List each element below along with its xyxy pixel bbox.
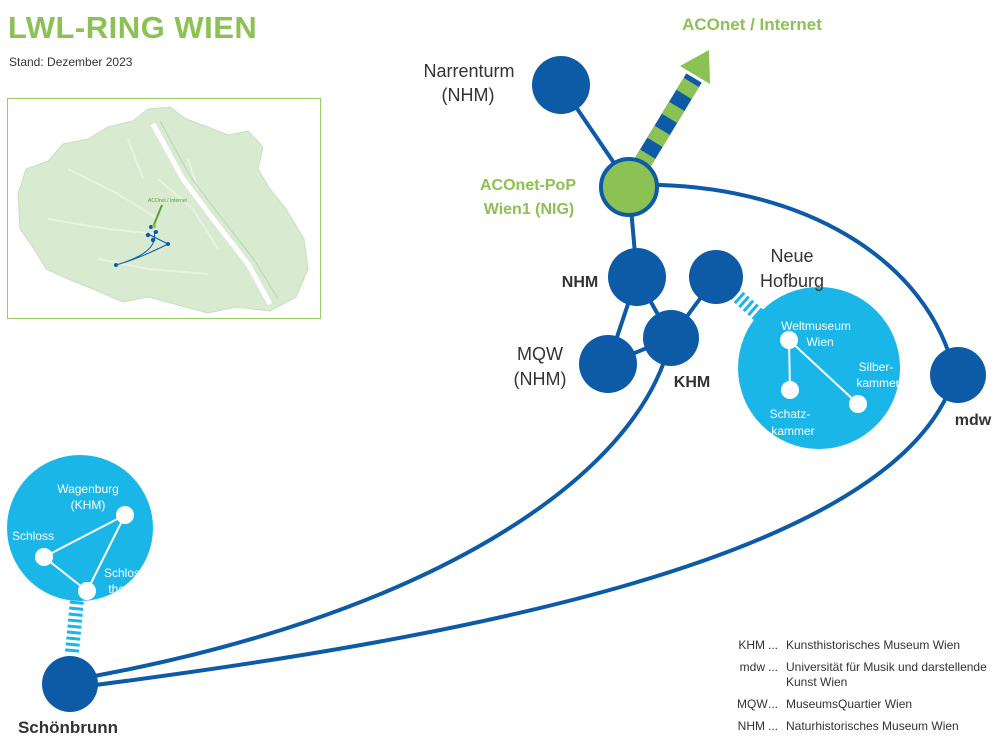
schlosstheater-label-2: theater: [108, 582, 145, 596]
link-wagenburg-schloss: [43, 514, 126, 558]
legend-separator: ...: [768, 638, 779, 652]
mqw-node: [579, 335, 637, 393]
map-node: [166, 242, 170, 246]
silberkammer-label-2: kammer: [856, 376, 899, 390]
status-date: Stand: Dezember 2023: [9, 55, 133, 69]
internet-arrowhead: [680, 50, 710, 84]
narrenturm-node: [532, 56, 590, 114]
legend-item: mdw ... Universität für Musik und darste…: [737, 660, 999, 690]
legend-desc: Universität für Musik und darstellende K…: [786, 660, 987, 689]
legend-separator: ...: [768, 719, 779, 733]
map-node: [145, 232, 151, 238]
pop-label: ACOnet-PoP: [480, 177, 576, 194]
vienna-map-graphic: ACOnet / Internet: [17, 106, 309, 314]
map-node: [150, 237, 156, 243]
map-internet-arrow: [152, 204, 163, 228]
schoenbrunn-node: [42, 656, 98, 712]
link-schloss-theater: [43, 556, 88, 592]
neue-hofburg-label-2: Hofburg: [760, 271, 824, 291]
legend-desc: MuseumsQuartier Wien: [786, 697, 913, 711]
schatzkammer-node: [781, 381, 799, 399]
pop-label-2: Wien1 (NIG): [484, 201, 575, 218]
map-pop-node: [152, 224, 156, 228]
khm-label: KHM: [674, 374, 710, 391]
nhm-label: NHM: [562, 274, 598, 291]
mdw-node: [930, 347, 986, 403]
weltmuseum-label-2: Wien: [806, 335, 833, 349]
ring-link-pop-mdw: [628, 182, 957, 376]
mqw-label: MQW: [517, 344, 563, 364]
schatzkammer-label-2: kammer: [771, 424, 814, 438]
neue-hofburg-label: Neue: [770, 246, 813, 266]
silberkammer-node: [849, 395, 867, 413]
narrenturm-label-2: (NHM): [442, 85, 495, 105]
danube-river-edge: [159, 120, 279, 300]
neue-hofburg-node: [689, 250, 743, 304]
weltmuseum-label: Weltmuseum: [781, 319, 851, 333]
ring-link-mdw-schoenbrunn: [71, 374, 957, 690]
weltmuseum-node: [780, 331, 798, 349]
page-title: LWL-RING WIEN: [8, 10, 258, 45]
danube-river: [150, 122, 273, 306]
legend-abbr: NHM: [737, 719, 765, 733]
wagenburg-label-2: (KHM): [71, 498, 106, 512]
legend-desc: Kunsthistorisches Museum Wien: [786, 638, 961, 652]
wagenburg-node: [116, 506, 134, 524]
abbreviation-legend: KHM ... Kunsthistorisches Museum Wien md…: [737, 638, 999, 741]
link-weltmuseum-silberkammer: [788, 339, 859, 405]
legend-item: NHM ... Naturhistorisches Museum Wien: [737, 719, 999, 734]
schlosstheater-node: [78, 582, 96, 600]
schloss-label: Schloss: [12, 529, 54, 543]
khm-node: [643, 310, 699, 366]
mqw-label-2: (NHM): [514, 369, 567, 389]
schlosstheater-label: Schloss-: [104, 566, 150, 580]
map-node: [114, 263, 118, 267]
schoenbrunn-label: Schönbrunn: [18, 718, 118, 737]
legend-abbr: mdw: [739, 660, 765, 674]
map-internet-label: ACOnet / Internet: [148, 198, 188, 204]
legend-separator: ...: [768, 697, 779, 711]
legend-item: KHM ... Kunsthistorisches Museum Wien: [737, 638, 999, 653]
aconet-pop-node: [599, 157, 659, 217]
legend-desc: Naturhistorisches Museum Wien: [786, 719, 959, 733]
nhm-node: [608, 248, 666, 306]
vienna-overview-map: ACOnet / Internet: [7, 98, 321, 319]
link-schoenbrunn-cluster: [65, 599, 84, 653]
legend-abbr: MQW: [737, 697, 768, 711]
legend-abbr: KHM: [738, 638, 765, 652]
schatzkammer-label: Schatz-: [770, 407, 811, 421]
map-district-borders: [47, 138, 219, 275]
link-wagenburg-theater: [86, 514, 126, 592]
ring-link-khm-schoenbrunn: [71, 337, 673, 682]
silberkammer-label: Silber-: [859, 360, 894, 374]
mdw-label: mdw: [955, 412, 992, 429]
internet-label: ACOnet / Internet: [682, 15, 822, 34]
map-node: [154, 230, 158, 234]
legend-separator: ...: [768, 660, 779, 674]
schloss-node: [35, 548, 53, 566]
narrenturm-label: Narrenturm: [423, 61, 514, 81]
wagenburg-label: Wagenburg: [57, 482, 119, 496]
legend-item: MQW ... MuseumsQuartier Wien: [737, 697, 999, 712]
schlosstheater-label-3: (mdw): [110, 599, 143, 613]
vienna-district-area: [17, 106, 309, 314]
map-ring-line: [115, 230, 169, 266]
